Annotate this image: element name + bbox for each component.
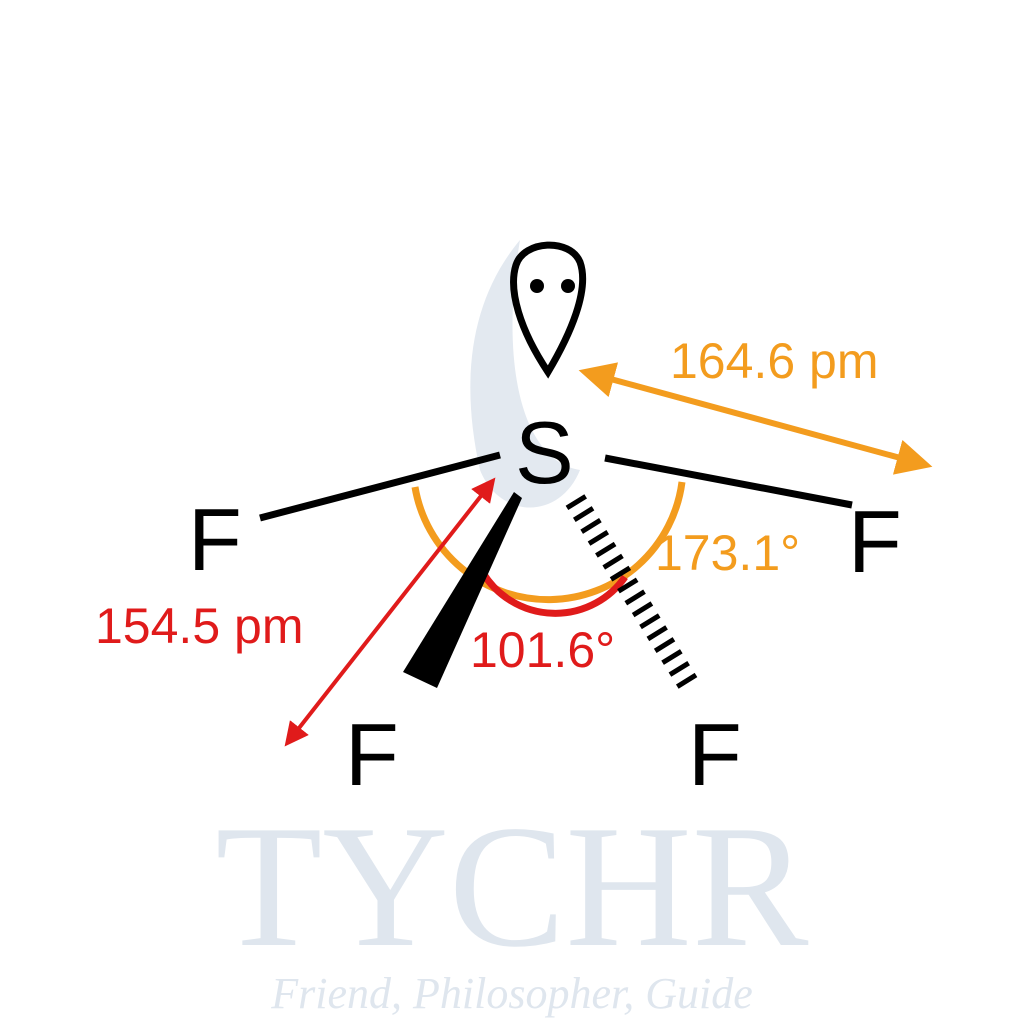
watermark: TYCHR Friend, Philosopher, Guide: [215, 240, 809, 1018]
equatorial-bond-length-label: 154.5 pm: [95, 598, 303, 654]
equatorial-angle-label: 101.6°: [470, 622, 615, 678]
watermark-logo: [470, 240, 580, 508]
axial-angle-label: 173.1°: [655, 525, 800, 581]
atom-fluorine-bottom-right: F: [688, 705, 742, 804]
lone-pair-electron: [561, 279, 575, 293]
atom-fluorine-right: F: [848, 492, 902, 591]
bond-right: [604, 454, 853, 509]
equatorial-length-arrow: [284, 477, 496, 747]
axial-bond-length-label: 164.6 pm: [670, 333, 878, 389]
atom-sulfur: S: [515, 403, 574, 502]
lone-pair-electron: [530, 279, 544, 293]
lone-pair-orbital: [510, 241, 587, 379]
atom-fluorine-left: F: [188, 490, 242, 589]
watermark-brand: TYCHR: [215, 789, 808, 983]
atom-fluorine-bottom-left: F: [345, 705, 399, 804]
axial-length-arrow: [578, 362, 933, 475]
watermark-tagline: Friend, Philosopher, Guide: [270, 969, 753, 1018]
equatorial-angle-arc: [480, 571, 628, 617]
bond-left: [259, 451, 501, 522]
